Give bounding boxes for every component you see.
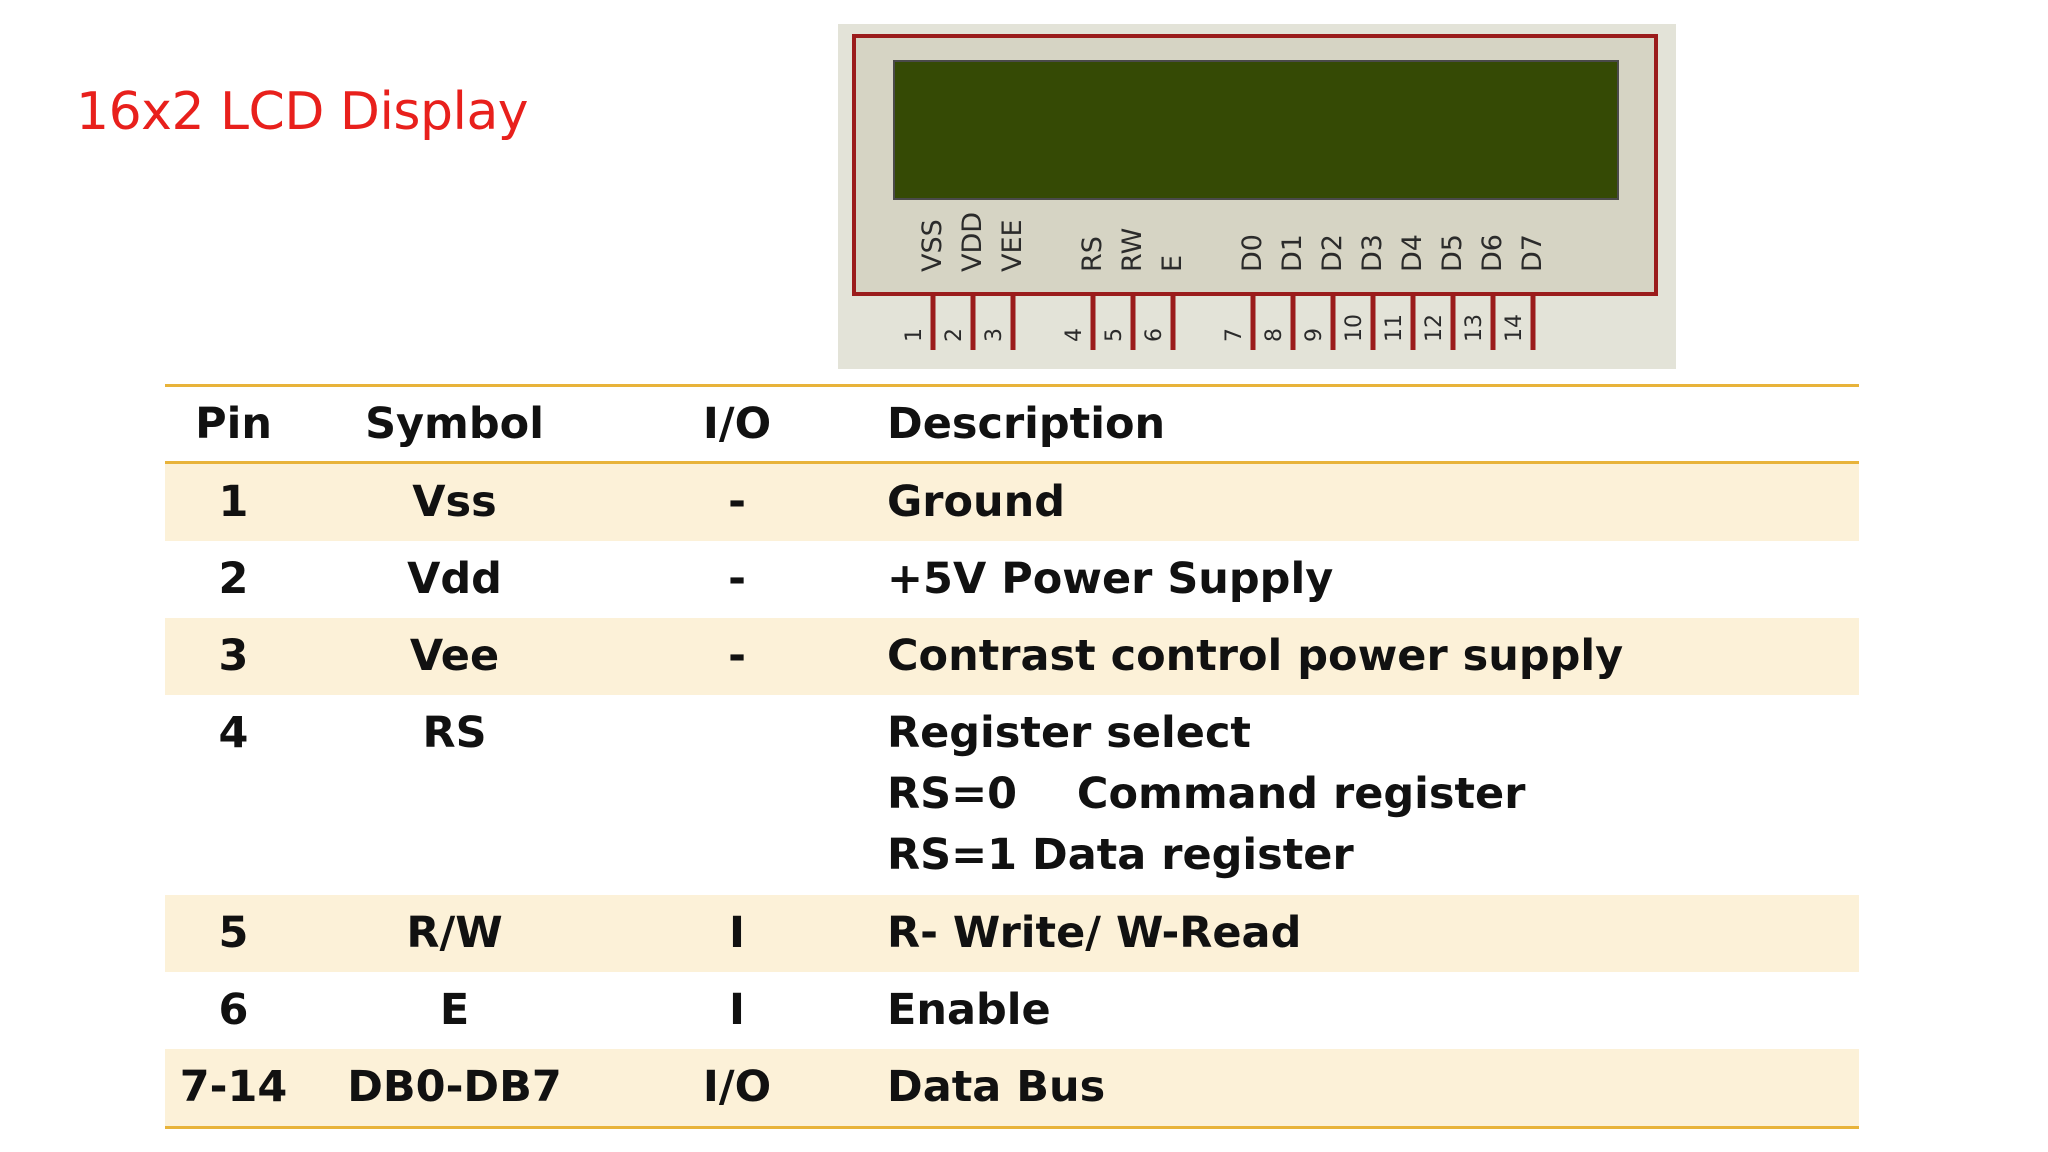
cell-symbol: DB0-DB7: [302, 1049, 607, 1128]
lcd-signal-label: D1: [1277, 234, 1308, 272]
lcd-pin-number: 5: [1102, 328, 1127, 342]
lcd-pin-number: 10: [1342, 314, 1367, 342]
table-row: 4 RS Register select RS=0 Command regist…: [165, 695, 1859, 895]
lcd-pin-number: 14: [1502, 314, 1527, 342]
cell-pin: 6: [218, 985, 249, 1035]
lcd-pin-number: 8: [1262, 328, 1287, 342]
table-row: 5 R/W I R- Write/ W-Read: [165, 895, 1859, 972]
description-line: Register select: [887, 708, 1251, 758]
cell-io: -: [607, 618, 867, 695]
lcd-pin-number: 3: [982, 328, 1007, 342]
cell-description: Register select RS=0 Command register RS…: [867, 695, 1859, 895]
slide-title: 16x2 LCD Display: [76, 82, 529, 142]
cell-description: +5V Power Supply: [887, 554, 1334, 604]
cell-io: I: [607, 895, 867, 972]
pin-table: Pin Symbol I/O Description 1 Vss - Groun…: [165, 384, 1859, 1129]
lcd-module-graphic: 1 VSS 2 VDD 3 VEE 4 RS 5 RW 6 E 7 D0 8 D1 9 D2 10 D3 11 D4 12 D…: [838, 24, 1676, 369]
table-header-row: Pin Symbol I/O Description: [165, 385, 1859, 464]
cell-description: Data Bus: [867, 1049, 1859, 1128]
header-io: I/O: [607, 385, 867, 464]
lcd-pin-number: 2: [942, 328, 967, 342]
cell-io: I/O: [607, 1049, 867, 1128]
cell-symbol: Vee: [302, 618, 607, 695]
table-row: 3 Vee - Contrast control power supply: [165, 618, 1859, 695]
lcd-pin-number: 12: [1422, 314, 1447, 342]
header-symbol: Symbol: [302, 385, 607, 464]
lcd-signal-label: D2: [1317, 234, 1348, 272]
lcd-signal-label: RS: [1077, 236, 1108, 272]
cell-io: [607, 695, 867, 895]
lcd-signal-label: D7: [1517, 234, 1548, 272]
lcd-signal-label: D4: [1397, 234, 1428, 272]
lcd-signal-label: D5: [1437, 234, 1468, 272]
cell-symbol: Vdd: [407, 554, 502, 604]
lcd-signal-label: D6: [1477, 234, 1508, 272]
cell-symbol: RS: [422, 708, 487, 758]
lcd-signal-label: D0: [1237, 234, 1268, 272]
lcd-pin-number: 6: [1142, 328, 1167, 342]
lcd-pin-number: 1: [902, 328, 927, 342]
lcd-signal-label: RW: [1117, 228, 1148, 272]
lcd-signal-label: D3: [1357, 234, 1388, 272]
cell-symbol: R/W: [302, 895, 607, 972]
cell-io: -: [607, 462, 867, 541]
lcd-diagram: 1 VSS 2 VDD 3 VEE 4 RS 5 RW 6 E 7 D0 8 D1 9 D2 10 D3 11 D4 12 D…: [838, 24, 1676, 369]
cell-io: I: [729, 985, 745, 1035]
description-line: RS=0 Command register: [887, 769, 1526, 819]
lcd-signal-label: VDD: [957, 212, 988, 272]
lcd-signal-label: E: [1157, 255, 1188, 272]
lcd-pin-number: 13: [1462, 314, 1487, 342]
cell-pin: 4: [218, 708, 249, 758]
cell-pin: 1: [165, 462, 302, 541]
cell-description: R- Write/ W-Read: [867, 895, 1859, 972]
lcd-signal-label: VSS: [917, 219, 948, 272]
table-row: 2 Vdd - +5V Power Supply: [165, 541, 1859, 618]
lcd-pin-number: 9: [1302, 328, 1327, 342]
cell-pin: 2: [218, 554, 249, 604]
header-pin: Pin: [165, 385, 302, 464]
cell-pin: 7-14: [165, 1049, 302, 1128]
lcd-pin-number: 4: [1062, 328, 1087, 342]
table-row: 7-14 DB0-DB7 I/O Data Bus: [165, 1049, 1859, 1128]
cell-description: Ground: [867, 462, 1859, 541]
description-line: RS=1 Data register: [887, 830, 1354, 880]
lcd-screen: [893, 60, 1619, 200]
cell-description: Contrast control power supply: [867, 618, 1859, 695]
table-row: 1 Vss - Ground: [165, 462, 1859, 541]
cell-io: -: [728, 554, 746, 604]
lcd-signal-label: VEE: [997, 219, 1028, 272]
cell-symbol: Vss: [302, 462, 607, 541]
cell-pin: 5: [165, 895, 302, 972]
lcd-pin-number: 11: [1382, 314, 1407, 342]
header-description: Description: [867, 385, 1859, 464]
lcd-pin-number: 7: [1222, 328, 1247, 342]
cell-symbol: E: [439, 985, 470, 1035]
cell-pin: 3: [165, 618, 302, 695]
table-row: 6 E I Enable: [165, 972, 1859, 1049]
cell-description: Enable: [887, 985, 1051, 1035]
